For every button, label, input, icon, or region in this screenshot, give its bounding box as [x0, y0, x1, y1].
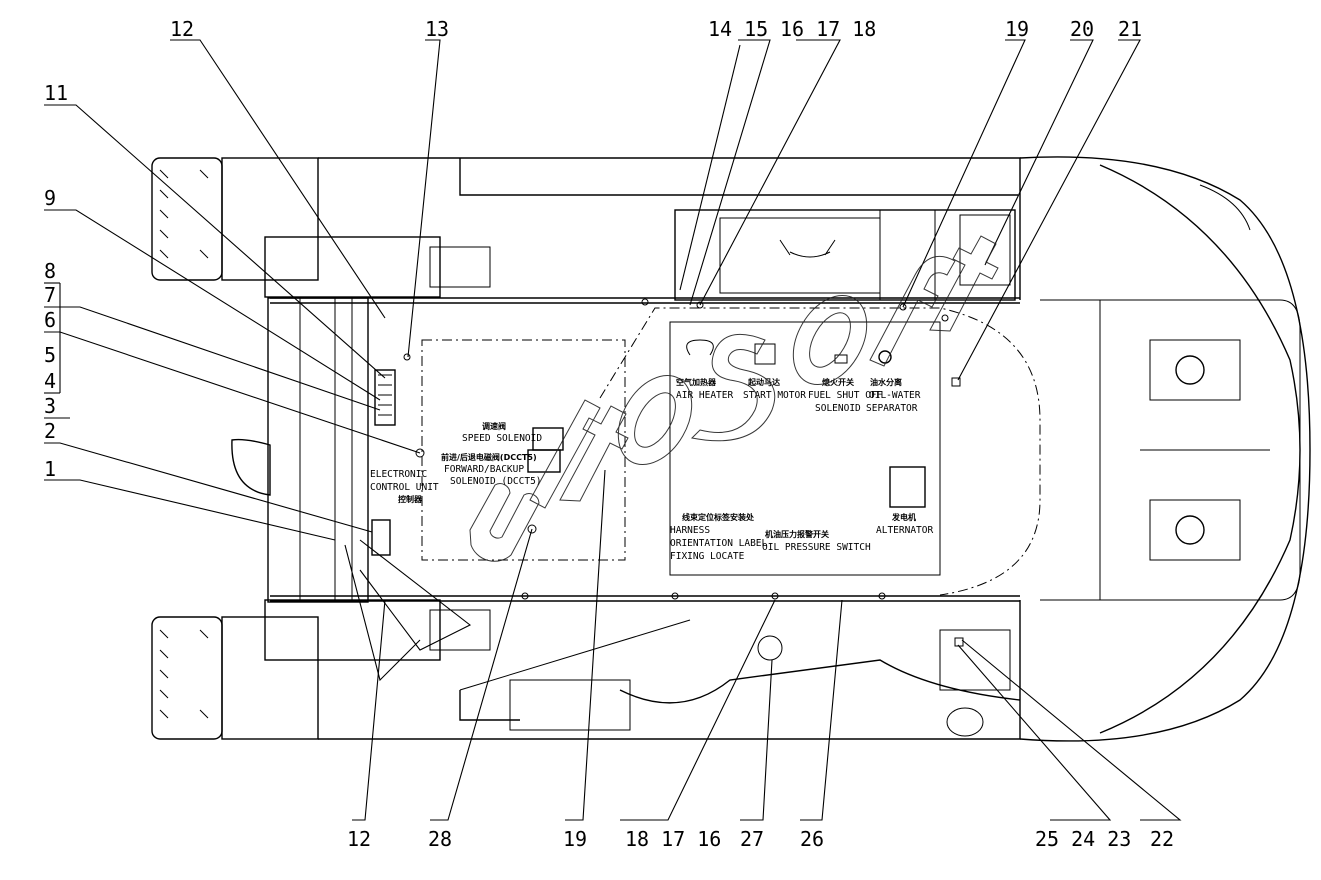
callouts-left: 11 9 8 7 6 5 4 3 2 1: [44, 81, 68, 481]
oil-pressure-cn: 机油压力报警开关: [765, 529, 829, 539]
callout-11: 11: [44, 81, 68, 105]
air-heater-cn: 空气加热器: [676, 377, 717, 387]
alternator-cn: 发电机: [891, 512, 916, 522]
fwd-backup-label-2: SOLENOID (DCCT5): [450, 476, 542, 487]
air-heater-label: AIR HEATER: [676, 390, 733, 401]
callout-2: 2: [44, 419, 56, 443]
oil-water-label-1: OIL-WATER: [869, 390, 921, 401]
harness-label-2: ORIENTATION LABEL: [670, 538, 768, 549]
callout-25-24-23: 25 24 23: [1035, 827, 1131, 851]
alternator-box: [889, 466, 926, 508]
callout-18-17-16: 18 17 16: [625, 827, 721, 851]
callout-13: 13: [425, 17, 449, 41]
leader-lines: [44, 39, 1182, 821]
start-motor-cn: 起动马达: [747, 377, 780, 387]
ecu-cn: 控制器: [398, 494, 423, 504]
oil-water-cn: 油水分离: [870, 377, 902, 387]
fuel-shutoff-cn: 熄火开关: [822, 377, 854, 387]
fuel-shutoff-label-1: FUEL SHUT OFF: [808, 390, 883, 401]
callout-6: 6: [44, 308, 56, 332]
relay-box: [371, 519, 391, 556]
callout-8: 8: [44, 259, 56, 283]
oil-pressure-label: OIL PRESSURE SWITCH: [762, 542, 871, 553]
callout-20: 20: [1070, 17, 1094, 41]
harness-cn: 线束定位标签安装处: [682, 512, 755, 522]
wheel-bottom-left: [151, 616, 319, 740]
callouts-top: 12 13 14 15 16 17 18 19 20 21: [170, 17, 1142, 41]
speed-solenoid-label: SPEED SOLENOID: [462, 433, 542, 444]
callout-3: 3: [44, 394, 56, 418]
ecu-box: [374, 369, 396, 426]
callout-12-top: 12: [170, 17, 194, 41]
callout-19-bottom: 19: [563, 827, 587, 851]
callout-21: 21: [1118, 17, 1142, 41]
ecu-label-1: ELECTRONIC: [370, 469, 427, 480]
fuel-shutoff-label-2: SOLENOID: [815, 403, 861, 414]
watermark: [469, 235, 999, 562]
callout-19-top: 19: [1005, 17, 1029, 41]
callout-28: 28: [428, 827, 452, 851]
wheel-top-left: [151, 157, 319, 281]
bolts: [403, 298, 949, 600]
harness-label-1: HARNESS: [670, 525, 710, 536]
callout-5: 5: [44, 343, 56, 367]
callout-26: 26: [800, 827, 824, 851]
machine-outline: [151, 156, 1311, 742]
callout-27: 27: [740, 827, 764, 851]
oil-water-label-2: SEPARATOR: [866, 403, 918, 414]
component-labels: 空气加热器 AIR HEATER 起动马达 START MOTOR 熄火开关 F…: [370, 377, 933, 562]
callout-7: 7: [44, 283, 56, 307]
callouts-bottom: 12 28 19 18 17 16 27 26 25 24 23 22: [347, 827, 1174, 851]
alternator-label: ALTERNATOR: [876, 525, 933, 536]
fwd-backup-label-1: FORWARD/BACKUP: [444, 464, 524, 475]
speed-solenoid-cn: 调速阀: [482, 421, 506, 431]
callout-12-bottom: 12: [347, 827, 371, 851]
callout-9: 9: [44, 186, 56, 210]
fwd-backup-cn: 前进/后退电磁阀(DCCT5): [441, 452, 537, 462]
callout-4: 4: [44, 369, 56, 393]
callout-14-15: 14 15: [708, 17, 768, 41]
callout-1: 1: [44, 457, 56, 481]
harness-label-3: FIXING LOCATE: [670, 551, 745, 562]
callout-22: 22: [1150, 827, 1174, 851]
callout-16-17-18-top: 16 17 18: [780, 17, 876, 41]
ecu-label-2: CONTROL UNIT: [370, 482, 439, 493]
